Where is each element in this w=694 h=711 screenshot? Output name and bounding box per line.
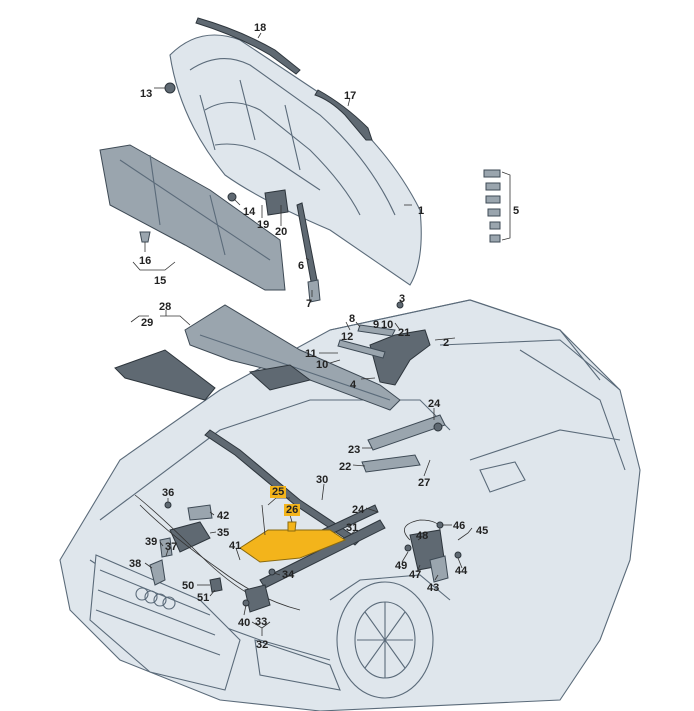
callout-c5: 5: [513, 205, 520, 217]
callout-c6: 6: [298, 260, 305, 272]
callout-c21: 21: [398, 327, 411, 339]
callout-c24a: 24: [428, 398, 441, 410]
callout-c4: 4: [350, 379, 357, 391]
wiper-linkage: [367, 414, 446, 451]
callout-c42: 42: [217, 510, 230, 522]
callout-c26: 26: [284, 504, 301, 516]
callout-c7: 7: [306, 298, 313, 310]
fastener-set: [483, 169, 501, 243]
callout-c17: 17: [344, 90, 357, 102]
callout-c11: 11: [305, 348, 317, 360]
callout-c15: 15: [154, 275, 167, 287]
plenum-cover-29: [114, 349, 216, 401]
stop-buffer-13: [164, 82, 176, 94]
callout-c49: 49: [395, 560, 408, 572]
callout-c45: 45: [476, 525, 489, 537]
callout-c31: 31: [346, 522, 359, 534]
callout-c34: 34: [282, 569, 295, 581]
callout-c22: 22: [339, 461, 352, 473]
callout-c28: 28: [159, 301, 172, 313]
callout-c40: 40: [238, 617, 251, 629]
callout-c14: 14: [243, 206, 256, 218]
callout-c23: 23: [348, 444, 361, 456]
seal-18: [195, 17, 301, 75]
callout-c44: 44: [455, 565, 468, 577]
callout-c1: 1: [418, 205, 425, 217]
callout-c10a: 10: [381, 319, 394, 331]
callout-c25: 25: [270, 486, 287, 498]
callout-c20: 20: [275, 226, 288, 238]
callout-c12: 12: [341, 331, 354, 343]
callout-c35: 35: [217, 527, 230, 539]
hinge-assembly: [369, 329, 431, 386]
callout-c50: 50: [182, 580, 195, 592]
callout-c29: 29: [141, 317, 154, 329]
clip-16: [139, 231, 151, 243]
callout-c36: 36: [162, 487, 175, 499]
leader-lines: [130, 32, 473, 636]
callout-c39: 39: [145, 536, 158, 548]
callout-c9: 9: [373, 319, 380, 331]
callout-c18: 18: [254, 22, 267, 34]
cowl-panel: [184, 304, 401, 411]
callout-c24b: 24: [352, 504, 365, 516]
callout-c51: 51: [197, 592, 210, 604]
clip-26: [287, 521, 297, 532]
car-body: [59, 299, 641, 711]
callout-c16: 16: [139, 255, 152, 267]
hinge-19-20: [264, 189, 289, 216]
callout-c37: 37: [165, 541, 178, 553]
hood-lock-35: [169, 521, 211, 553]
callout-c32: 32: [256, 639, 269, 651]
callout-c33: 33: [255, 616, 268, 628]
seal-17: [314, 89, 373, 141]
callout-c41: 41: [229, 540, 242, 552]
callout-c47: 47: [409, 569, 422, 581]
callout-c2: 2: [443, 337, 450, 349]
callout-c48: 48: [416, 530, 429, 542]
callout-c3: 3: [399, 293, 406, 305]
callout-c8: 8: [349, 313, 356, 325]
insulation-25: [239, 529, 347, 563]
callout-c10b: 10: [316, 359, 329, 371]
callout-c43: 43: [427, 582, 440, 594]
callout-c13: 13: [140, 88, 153, 100]
insulation-mat: [99, 144, 286, 291]
callout-c38: 38: [129, 558, 142, 570]
callout-c19: 19: [257, 219, 270, 231]
callout-c46: 46: [453, 520, 466, 532]
callout-c27: 27: [418, 477, 431, 489]
callout-c30: 30: [316, 474, 329, 486]
